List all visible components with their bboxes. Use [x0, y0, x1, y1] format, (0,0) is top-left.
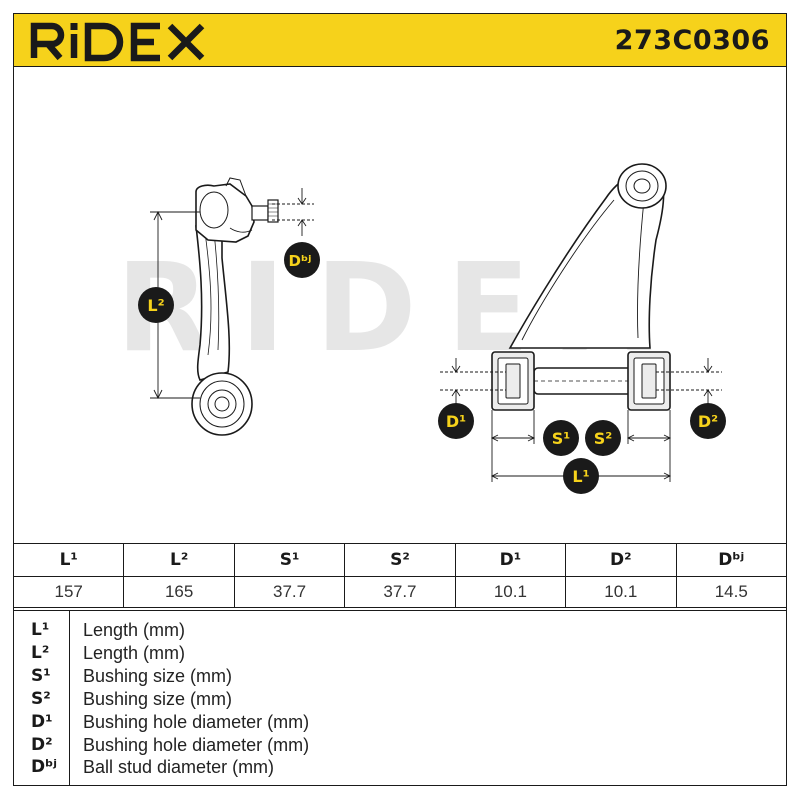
svg-text:Dᵇʲ: Dᵇʲ — [289, 252, 312, 270]
callout-l2: L² — [138, 287, 174, 323]
legend-symbol: S² — [31, 689, 51, 709]
part-number: 273C0306 — [614, 25, 770, 56]
technical-drawing: RIDEX — [116, 163, 726, 494]
legend-symbol: D¹ — [31, 712, 53, 732]
legend-description: Length (mm) — [83, 643, 186, 663]
svg-text:D²: D² — [698, 412, 718, 431]
legend-item: D¹ Bushing hole diameter (mm) — [13, 712, 787, 734]
callout-s2: S² — [585, 420, 621, 456]
callout-s1: S¹ — [543, 420, 579, 456]
legend-description: Ball stud diameter (mm) — [83, 757, 275, 777]
legend-item: S¹ Bushing size (mm) — [13, 666, 787, 688]
legend-divider — [69, 611, 70, 786]
d1-d2-dimensions — [440, 358, 722, 404]
spec-header: S¹ — [233, 543, 346, 577]
legend-item: Dᵇʲ Ball stud diameter (mm) — [13, 757, 787, 779]
legend-description: Bushing size (mm) — [83, 666, 233, 686]
svg-text:L²: L² — [147, 296, 164, 315]
legend-description: Bushing size (mm) — [83, 689, 233, 709]
svg-text:S¹: S¹ — [552, 429, 571, 448]
svg-text:L¹: L¹ — [572, 467, 589, 486]
spec-header: D¹ — [454, 543, 567, 577]
legend-symbol: Dᵇʲ — [31, 757, 57, 777]
callout-dbj: Dᵇʲ — [284, 242, 320, 278]
spec-value: 10.1 — [454, 576, 567, 608]
legend: L¹ Length (mm) L² Length (mm) S¹ Bushing… — [13, 610, 787, 786]
spec-value: 37.7 — [233, 576, 346, 608]
legend-symbol: L² — [31, 643, 50, 663]
header-bar: 273C0306 — [13, 13, 787, 67]
callout-d1: D¹ — [438, 403, 474, 439]
callout-d2: D² — [690, 403, 726, 439]
legend-description: Bushing hole diameter (mm) — [83, 712, 310, 732]
spec-header: D² — [565, 543, 677, 577]
spec-value: 165 — [123, 576, 235, 608]
spec-value: 37.7 — [344, 576, 456, 608]
spec-value: 14.5 — [675, 576, 788, 608]
arm-side-view — [191, 177, 279, 436]
drawing-frame — [13, 66, 787, 786]
spec-header: L¹ — [12, 543, 125, 577]
callout-l1: L¹ — [563, 458, 599, 494]
legend-description: Bushing hole diameter (mm) — [83, 735, 310, 755]
spec-header: L² — [123, 543, 235, 577]
legend-item: S² Bushing size (mm) — [13, 689, 787, 711]
spec-value-row: 157 165 37.7 37.7 10.1 10.1 14.5 — [12, 576, 788, 608]
arm-top-view — [491, 163, 671, 411]
legend-symbol: L¹ — [31, 620, 50, 640]
legend-item: L¹ Length (mm) — [13, 620, 787, 642]
spec-header: S² — [344, 543, 456, 577]
legend-symbol: S¹ — [31, 666, 51, 686]
legend-item: L² Length (mm) — [13, 643, 787, 665]
ridex-logo — [30, 22, 205, 62]
svg-text:S²: S² — [594, 429, 613, 448]
legend-symbol: D² — [31, 735, 53, 755]
dbj-dimension — [272, 188, 314, 236]
spec-table: L¹ L² S¹ S² D¹ D² Dᵇʲ 157 165 37.7 37.7 … — [12, 543, 788, 608]
svg-text:D¹: D¹ — [446, 412, 466, 431]
spec-header-row: L¹ L² S¹ S² D¹ D² Dᵇʲ — [12, 543, 788, 577]
legend-item: D² Bushing hole diameter (mm) — [13, 735, 787, 757]
spec-value: 157 — [12, 576, 125, 608]
spec-value: 10.1 — [565, 576, 677, 608]
spec-header: Dᵇʲ — [675, 543, 788, 577]
legend-description: Length (mm) — [83, 620, 186, 640]
